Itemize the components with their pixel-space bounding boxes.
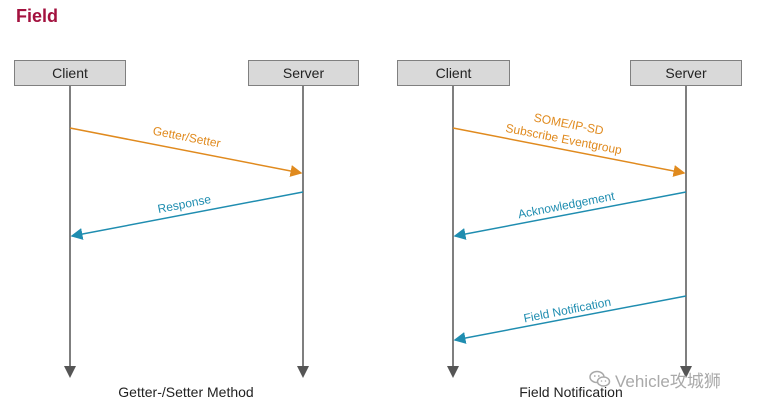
left-diagram-caption: Getter-/Setter Method (118, 384, 254, 400)
watermark: Vehicle攻城狮 (588, 367, 768, 391)
right-server-box: Server (630, 60, 742, 86)
field-notification-arrow (453, 295, 687, 344)
acknowledgement-arrow (453, 191, 687, 240)
watermark-text: Vehicle攻城狮 (615, 371, 721, 391)
left-server-box: Server (248, 60, 359, 86)
left-client-box: Client (14, 60, 126, 86)
subscribe-arrow (452, 127, 686, 177)
page-title: Field (16, 6, 59, 26)
right-client-box: Client (397, 60, 510, 86)
response-arrow (70, 191, 304, 240)
acknowledgement-label: Acknowledgement (517, 189, 617, 222)
response-label: Response (156, 192, 212, 216)
field-notification-label: Field Notification (522, 295, 612, 326)
wechat-icon (588, 367, 612, 391)
right-diagram-caption: Field Notification (519, 384, 623, 400)
getter-setter-arrow (69, 127, 303, 177)
